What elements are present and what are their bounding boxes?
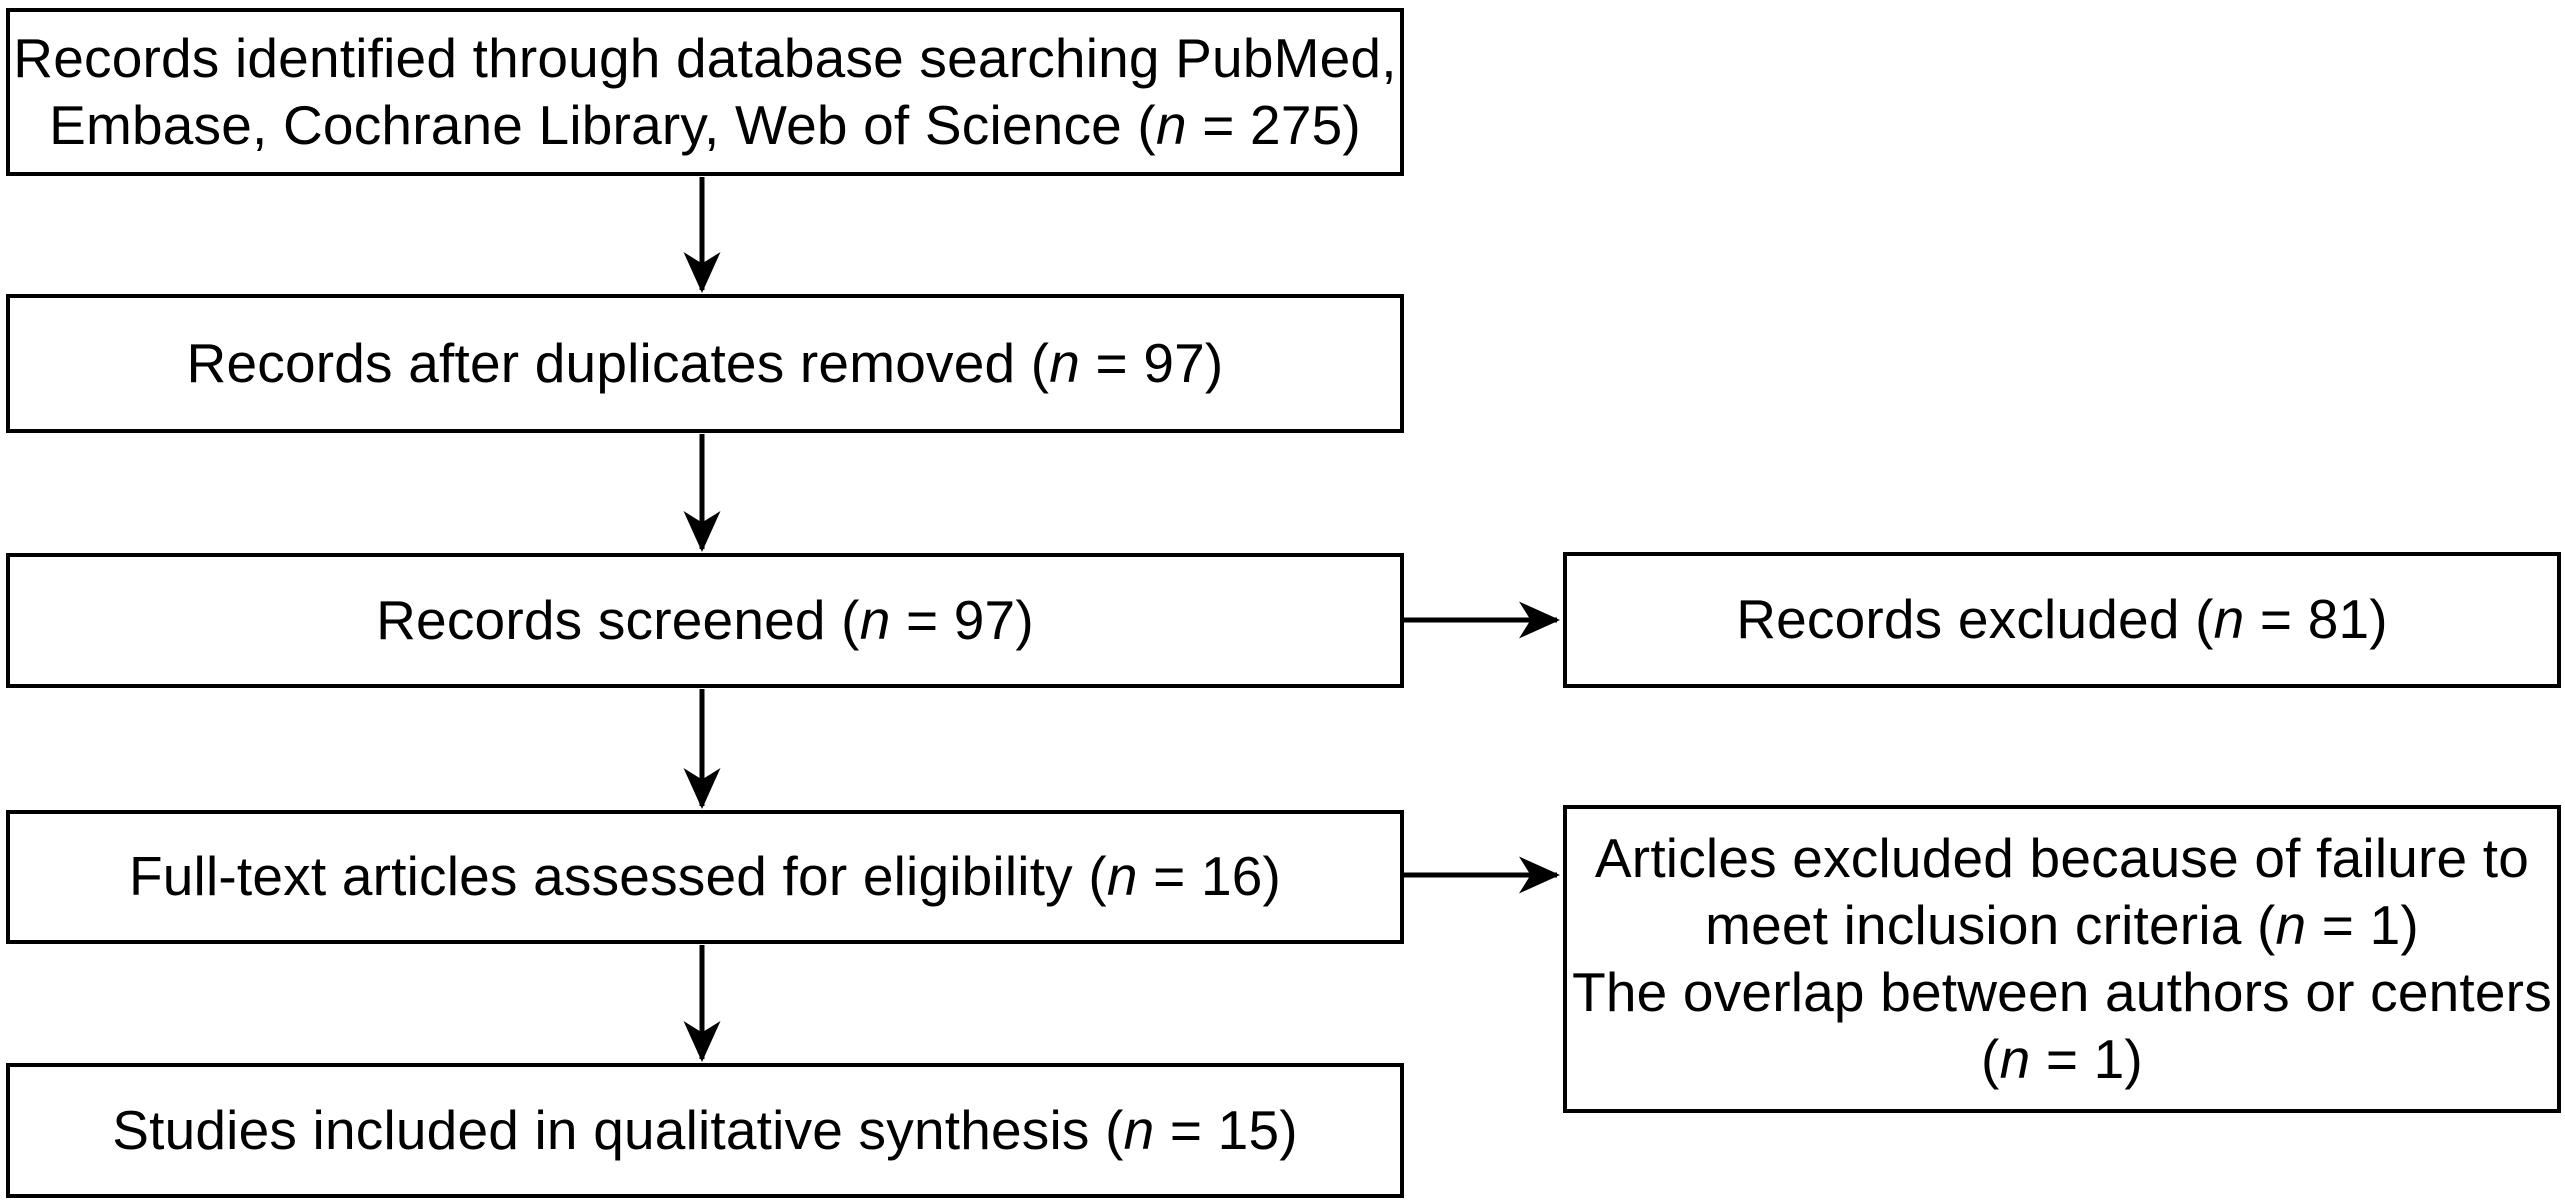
box-text-line: Articles excluded because of failure to <box>1594 826 2530 889</box>
box-studies-included: Studies included in qualitative synthesi… <box>6 1063 1404 1198</box>
box-articles-excluded: Articles excluded because of failure to … <box>1563 805 2561 1113</box>
box-text-line: (n = 1) <box>1981 1028 2143 1091</box>
box-fulltext-assessed: Full-text articles assessed for eligibil… <box>6 810 1404 944</box>
box-text-line: Records identified through database sear… <box>13 26 1397 89</box>
box-text-line: Records screened (n = 97) <box>376 588 1034 651</box>
box-text-line: Records after duplicates removed (n = 97… <box>186 331 1224 394</box>
box-records-screened: Records screened (n = 97) <box>6 553 1404 688</box>
box-records-excluded: Records excluded (n = 81) <box>1563 552 2561 688</box>
box-text-line: meet inclusion criteria (n = 1) <box>1705 893 2419 956</box>
box-duplicates-removed: Records after duplicates removed (n = 97… <box>6 294 1404 433</box>
box-text-line: Full-text articles assessed for eligibil… <box>128 845 1282 908</box>
box-text-line: Records excluded (n = 81) <box>1736 588 2388 651</box>
box-text-line: Embase, Cochrane Library, Web of Science… <box>49 94 1361 156</box>
box-text-line: The overlap between authors or centers <box>1572 961 2552 1023</box>
box-records-identified: Records identified through database sear… <box>6 8 1404 176</box>
box-text-line: Studies included in qualitative synthesi… <box>112 1098 1298 1161</box>
